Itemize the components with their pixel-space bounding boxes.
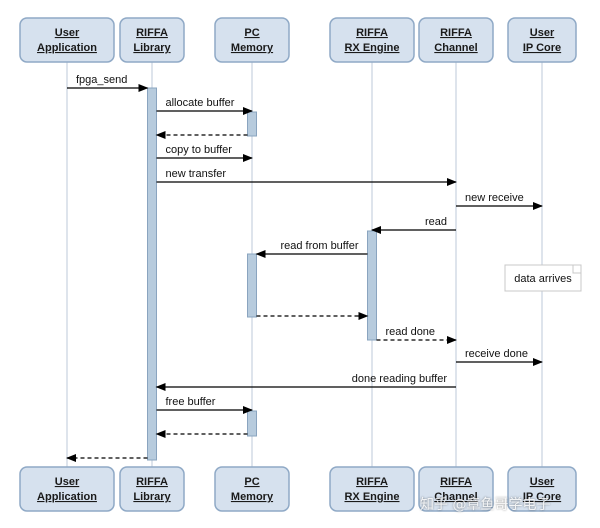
participant-name-line1: RIFFA [440, 476, 472, 488]
activation-bar-pc-mem-3 [247, 253, 257, 318]
participant-name-line1: User [55, 27, 80, 39]
participant-name-line1: RIFFA [356, 476, 388, 488]
participant-name-line2: Channel [434, 491, 477, 503]
participant-name-line1: User [530, 27, 555, 39]
message-done-reading-buffer: done reading buffer [155, 373, 456, 391]
participant-name-line2: Memory [231, 42, 274, 54]
participant-name-line2: IP Core [523, 42, 561, 54]
message-label: done reading buffer [352, 373, 448, 385]
message-read: read [371, 216, 456, 234]
message-fpga-send: fpga_send [67, 74, 149, 92]
message-label: receive done [465, 348, 528, 360]
message-label: new receive [465, 192, 524, 204]
message-label: new transfer [166, 168, 227, 180]
message-allocate-buffer: allocate buffer [156, 97, 253, 115]
participant-name-line1: User [530, 476, 555, 488]
participant-name-line2: Memory [231, 491, 274, 503]
message-label: allocate buffer [166, 97, 235, 109]
participant-name-line2: IP Core [523, 491, 561, 503]
participant-bottom-rx-engine: RIFFA RX Engine [329, 466, 415, 512]
participant-top-riffa-chan: RIFFA Channel [418, 17, 494, 63]
activation-bar-riffa-lib-0 [147, 87, 157, 461]
message-label: read from buffer [280, 240, 358, 252]
participant-name-line2: Channel [434, 42, 477, 54]
activation-bar-pc-mem-1 [247, 111, 257, 137]
participant-bottom-riffa-lib: RIFFA Library [119, 466, 185, 512]
participant-name-line1: PC [244, 27, 259, 39]
participant-name-line1: RIFFA [136, 476, 168, 488]
participant-name-line2: Library [133, 42, 171, 54]
message-new-transfer: new transfer [156, 168, 457, 186]
participant-name-line1: RIFFA [136, 27, 168, 39]
participant-bottom-ip-core: User IP Core [507, 466, 577, 512]
participant-name-line2: RX Engine [344, 491, 399, 503]
participant-name-line2: Application [37, 42, 97, 54]
participant-bottom-riffa-chan: RIFFA Channel [418, 466, 494, 512]
activation-bar-rx-engine-2 [367, 230, 377, 341]
participant-top-rx-engine: RIFFA RX Engine [329, 17, 415, 63]
message-free-buffer: free buffer [156, 396, 253, 414]
message-receive-done: receive done [456, 348, 543, 366]
note-data-arrives: data arrives [504, 264, 582, 292]
participant-name-line1: User [55, 476, 80, 488]
message-new-receive: new receive [456, 192, 543, 210]
activation-bar-pc-mem-4 [247, 410, 257, 437]
participant-name-line1: PC [244, 476, 259, 488]
message-label: read done [386, 326, 436, 338]
participant-top-ip-core: User IP Core [507, 17, 577, 63]
participant-bottom-pc-mem: PC Memory [214, 466, 290, 512]
message-read-done: read done [376, 326, 457, 344]
message-label: fpga_send [76, 74, 127, 86]
watermark: 知乎 @章鱼哥学电子 [420, 497, 551, 513]
participant-top-riffa-lib: RIFFA Library [119, 17, 185, 63]
message-label: copy to buffer [166, 144, 233, 156]
participant-name-line1: RIFFA [440, 27, 472, 39]
message-label: free buffer [166, 396, 216, 408]
note-text: data arrives [514, 273, 572, 285]
participant-name-line1: RIFFA [356, 27, 388, 39]
participant-top-pc-mem: PC Memory [214, 17, 290, 63]
participant-name-line2: Library [133, 491, 171, 503]
message-read-from-buffer: read from buffer [255, 240, 368, 258]
message-copy-to-buffer: copy to buffer [156, 144, 253, 162]
participant-name-line2: RX Engine [344, 42, 399, 54]
message-label: read [425, 216, 447, 228]
participant-name-line2: Application [37, 491, 97, 503]
